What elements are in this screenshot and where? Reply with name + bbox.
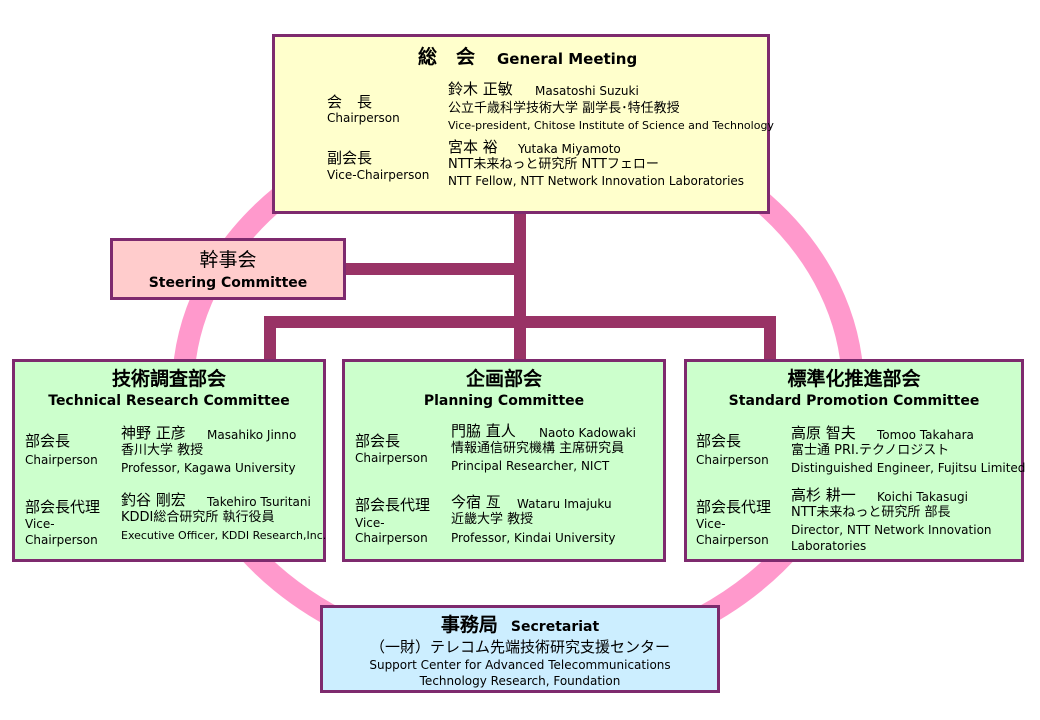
- gm-vice-role-jp: 副会長: [327, 149, 373, 167]
- plan-deputy-role-en-2: Chairperson: [355, 531, 428, 545]
- tech-chair-name-en: Masahiko Jinno: [207, 428, 297, 442]
- secretariat-box: 事務局 Secretariat （一財）テレコム先端技術研究支援センター Sup…: [320, 605, 720, 693]
- std-deputy-aff-jp: NTT未来ねっと研究所 部長: [791, 505, 951, 520]
- gm-vice-name-jp: 宮本 裕: [448, 138, 498, 156]
- gm-title-en: General Meeting: [497, 50, 638, 68]
- plan-chair-role-jp: 部会長: [355, 432, 401, 450]
- plan-chair-role-en: Chairperson: [355, 451, 428, 465]
- gm-chair-name-en: Masatoshi Suzuki: [535, 84, 639, 98]
- plan-chair-aff-jp: 情報通信研究機構 主席研究員: [451, 441, 625, 456]
- secretariat-title: 事務局 Secretariat: [323, 616, 717, 635]
- tech-chair-aff-jp: 香川大学 教授: [121, 443, 204, 458]
- gm-chair-name-jp: 鈴木 正敏: [448, 80, 513, 98]
- std-deputy-aff-en-1: Director, NTT Network Innovation: [791, 523, 992, 537]
- tech-deputy-role-jp: 部会長代理: [25, 498, 101, 516]
- tech-deputy-name-en: Takehiro Tsuritani: [207, 495, 311, 509]
- sec-title-en: Secretariat: [510, 619, 600, 635]
- steering-committee-box: 幹事会 Steering Committee: [110, 238, 346, 300]
- tech-title-jp: 技術調査部会: [111, 368, 226, 390]
- std-deputy-name-jp: 高杉 耕一: [791, 486, 856, 504]
- plan-deputy-name-jp: 今宿 亙: [451, 493, 501, 511]
- plan-deputy-aff-jp: 近畿大学 教授: [451, 512, 534, 527]
- std-deputy-name-en: Koichi Takasugi: [877, 490, 968, 504]
- tech-title-en: Technical Research Committee: [48, 393, 290, 409]
- tech-chair-role-jp: 部会長: [25, 432, 71, 450]
- gm-chair-role-jp: 会 長: [327, 93, 373, 111]
- plan-title-en: Planning Committee: [423, 393, 585, 409]
- plan-deputy-aff-en: Professor, Kindai University: [451, 531, 616, 545]
- gm-vice-aff-jp: NTT未来ねっと研究所 NTTフェロー: [448, 157, 659, 172]
- sec-org-jp: （一財）テレコム先端技術研究支援センター: [369, 638, 670, 656]
- std-chair-role-en: Chairperson: [696, 453, 769, 467]
- sec-org-en-2: Technology Research, Foundation: [419, 674, 621, 688]
- plan-deputy-role-en-1: Vice-: [355, 516, 385, 530]
- plan-chair-name-jp: 門脇 直人: [451, 422, 516, 440]
- std-deputy-aff-en-2: Laboratories: [791, 539, 867, 553]
- tech-deputy-role-en-2: Chairperson: [25, 533, 98, 547]
- plan-title-jp: 企画部会: [465, 368, 542, 390]
- gm-vice-role-en: Vice-Chairperson: [327, 168, 430, 182]
- connectors: [264, 212, 776, 361]
- gm-title-jp: 総 会: [418, 46, 476, 68]
- general-meeting-box: 総 会 General Meeting 会 長 Chairperson 鈴木 正…: [272, 34, 774, 214]
- std-deputy-role-jp: 部会長代理: [696, 498, 772, 516]
- std-chair-name-jp: 高原 智夫: [791, 424, 856, 442]
- gm-vice-aff-en: NTT Fellow, NTT Network Innovation Labor…: [448, 174, 745, 188]
- tech-chair-role-en: Chairperson: [25, 453, 98, 467]
- steering-title-en: Steering Committee: [148, 275, 308, 291]
- std-deputy-role-en-1: Vice-: [696, 517, 726, 531]
- gm-chair-role-en: Chairperson: [327, 111, 400, 125]
- tech-chair-name-jp: 神野 正彦: [121, 424, 186, 442]
- gm-vice-name-en: Yutaka Miyamoto: [518, 142, 621, 156]
- std-title-en: Standard Promotion Committee: [728, 393, 980, 409]
- sec-org-en-1: Support Center for Advanced Telecommunic…: [369, 658, 671, 672]
- plan-chair-aff-en: Principal Researcher, NICT: [451, 459, 610, 473]
- technical-research-committee-box: 技術調査部会 Technical Research Committee 部会長 …: [12, 359, 326, 562]
- gm-chair-aff-en: Vice-president, Chitose Institute of Sci…: [448, 119, 774, 132]
- std-chair-name-en: Tomoo Takahara: [877, 428, 974, 442]
- std-chair-role-jp: 部会長: [696, 432, 742, 450]
- std-chair-aff-en: Distinguished Engineer, Fujitsu Limited: [791, 461, 1026, 475]
- tech-chair-aff-en: Professor, Kagawa University: [121, 461, 296, 475]
- std-title-jp: 標準化推進部会: [787, 368, 921, 390]
- tech-deputy-name-jp: 釣谷 剛宏: [121, 491, 186, 509]
- plan-deputy-role-jp: 部会長代理: [355, 496, 431, 514]
- steering-title-jp: 幹事会: [199, 249, 257, 271]
- sec-title-jp: 事務局: [440, 614, 498, 636]
- plan-deputy-name-en: Wataru Imajuku: [517, 497, 612, 511]
- tech-deputy-aff-jp: KDDI総合研究所 執行役員: [121, 510, 275, 525]
- gm-chair-aff-jp: 公立千歳科学技術大学 副学長･特任教授: [448, 101, 680, 116]
- tech-deputy-aff-en: Executive Officer, KDDI Research,Inc.: [121, 529, 327, 542]
- plan-chair-name-en: Naoto Kadowaki: [539, 426, 636, 440]
- standard-promotion-committee-box: 標準化推進部会 Standard Promotion Committee 部会長…: [684, 359, 1026, 562]
- std-chair-aff-jp: 富士通 PRI.テクノロジスト: [791, 443, 950, 458]
- tech-deputy-role-en-1: Vice-: [25, 517, 55, 531]
- planning-committee-box: 企画部会 Planning Committee 部会長 Chairperson …: [342, 359, 666, 562]
- std-deputy-role-en-2: Chairperson: [696, 533, 769, 547]
